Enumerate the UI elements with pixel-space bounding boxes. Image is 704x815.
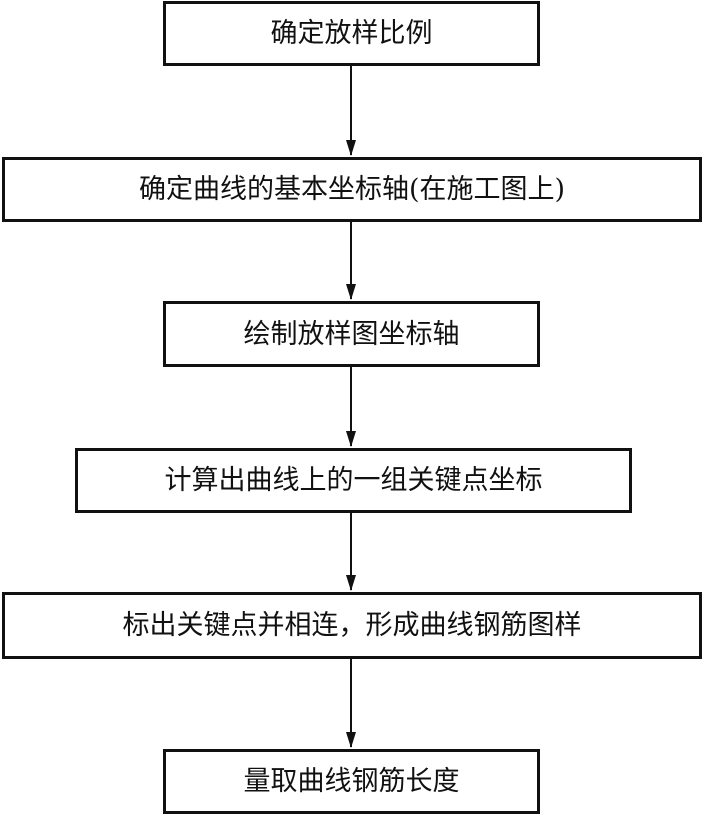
step-label: 绘制放样图坐标轴	[243, 318, 460, 350]
step-label: 确定放样比例	[270, 18, 433, 49]
step-measure-rebar-length: 量取曲线钢筋长度	[163, 749, 540, 814]
step-label: 量取曲线钢筋长度	[243, 766, 460, 797]
step-determine-base-axes: 确定曲线的基本坐标轴(在施工图上)	[2, 157, 702, 222]
step-determine-scale: 确定放样比例	[163, 1, 540, 66]
step-label: 确定曲线的基本坐标轴(在施工图上)	[138, 174, 566, 205]
step-label: 计算出曲线上的一组关键点坐标	[164, 465, 543, 496]
step-draw-layout-axes: 绘制放样图坐标轴	[163, 301, 540, 367]
step-mark-and-connect-points: 标出关键点并相连，形成曲线钢筋图样	[2, 592, 702, 659]
step-calculate-key-points: 计算出曲线上的一组关键点坐标	[75, 448, 632, 513]
step-label: 标出关键点并相连，形成曲线钢筋图样	[122, 610, 582, 641]
